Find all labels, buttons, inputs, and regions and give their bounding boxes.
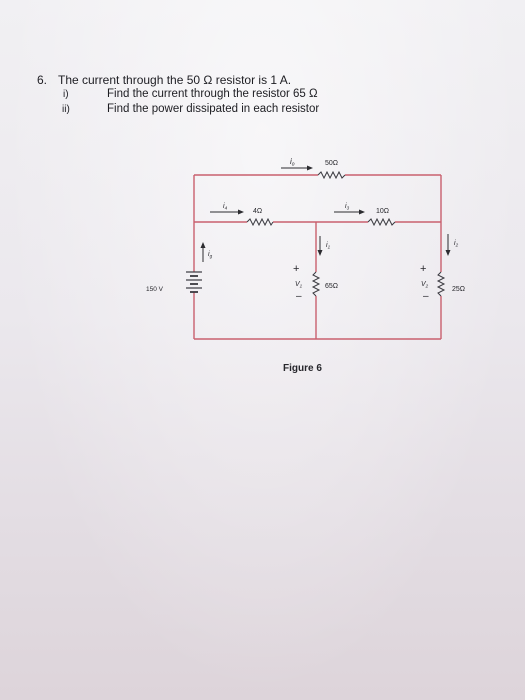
question-number: 6. [37, 73, 48, 87]
part-ii-text: Find the power dissipated in each resist… [107, 103, 320, 115]
current-i1-label: i1 [326, 242, 331, 250]
current-i3-arrow [334, 209, 365, 215]
current-i2-arrow [445, 234, 451, 256]
circuit-wires [193, 174, 442, 340]
part-i-marker: i) [63, 89, 69, 100]
current-io-label: io [290, 157, 295, 168]
resistor-50-symbol [317, 170, 346, 180]
voltage-source-symbol [186, 271, 202, 293]
current-ig-label: ig [208, 251, 213, 259]
resistor-65-symbol [311, 271, 321, 297]
figure-caption: Figure 6 [283, 363, 322, 374]
v1-minus-sign: – [296, 291, 302, 302]
current-i2-label: i2 [454, 240, 459, 248]
part-i-text: Find the current through the resistor 65… [107, 88, 318, 100]
current-i1-arrow [317, 236, 323, 256]
current-i4-label: i4 [223, 203, 228, 211]
current-ig-arrow [200, 242, 206, 262]
resistor-50-label: 50Ω [325, 160, 338, 167]
resistor-4-label: 4Ω [253, 208, 262, 215]
resistor-25-label: 25Ω [452, 286, 465, 293]
v2-label: V2 [421, 281, 429, 289]
part-ii-marker: ii) [62, 104, 70, 115]
resistor-10-label: 10Ω [376, 208, 389, 215]
source-voltage-label: 150 V [146, 286, 164, 293]
question-stem: The current through the 50 Ω resistor is… [58, 73, 292, 87]
current-io-arrow [281, 165, 313, 171]
resistor-65-label: 65Ω [325, 283, 338, 290]
resistor-25-symbol [436, 271, 446, 297]
v1-plus-sign: + [293, 263, 299, 275]
current-i3-label: i3 [345, 203, 350, 211]
current-i4-arrow [210, 209, 244, 215]
resistor-4-symbol [246, 217, 274, 227]
v2-plus-sign: + [420, 263, 426, 275]
v1-label: V1 [295, 281, 303, 289]
resistor-10-symbol [367, 217, 396, 227]
v2-minus-sign: – [423, 291, 429, 302]
